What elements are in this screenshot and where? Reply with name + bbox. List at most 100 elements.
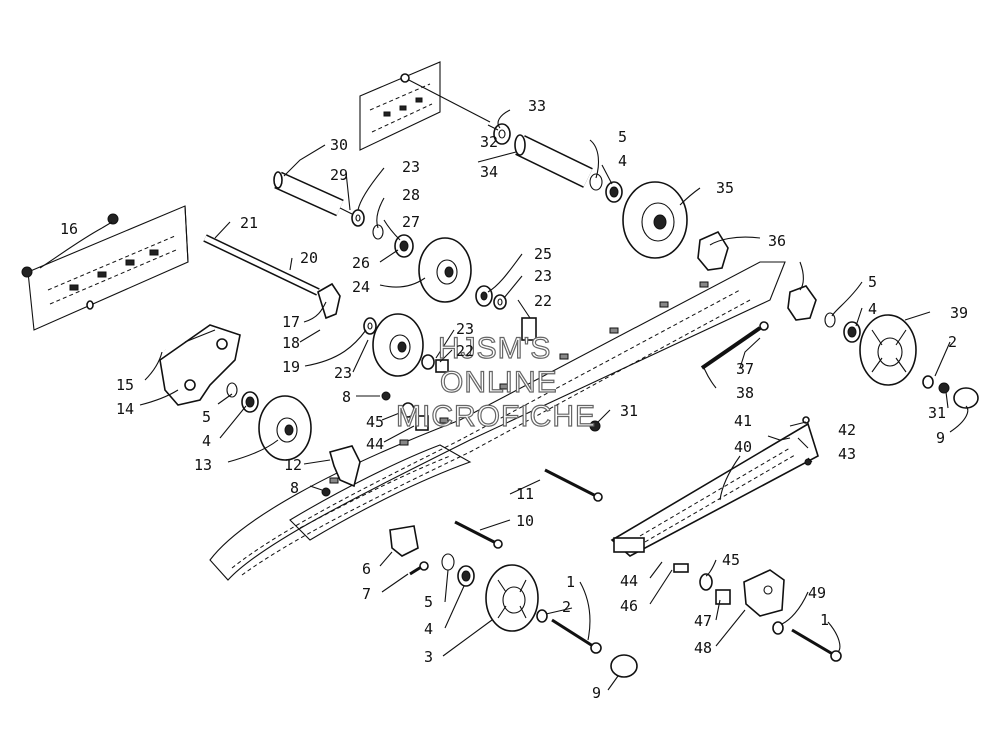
callout-43: 43 (838, 445, 856, 463)
washer-2-left (536, 609, 548, 623)
callout-16: 16 (60, 220, 78, 238)
callout-35: 35 (716, 179, 734, 197)
arm-40 (610, 422, 819, 557)
callout-23: 23 (456, 320, 474, 338)
idler-wheel-39 (859, 314, 917, 386)
ring-5-right (824, 312, 836, 328)
washer-49 (772, 621, 784, 635)
callout-28: 28 (402, 186, 420, 204)
callout-15: 15 (116, 376, 134, 394)
callout-18: 18 (282, 334, 300, 352)
cap-9-left (610, 654, 638, 678)
callout-11: 11 (516, 485, 534, 503)
callout-45: 45 (722, 551, 740, 569)
callout-labels: 33 32 34 5 4 35 30 29 23 28 27 26 16 21 … (60, 97, 968, 702)
callout-34: 34 (480, 163, 498, 181)
watermark: HJSM'S ONLINE MICROFICHE (395, 331, 596, 433)
nut-8-upper (381, 391, 391, 401)
spacer-46 (673, 563, 689, 573)
cap-9-right (953, 387, 979, 409)
callout-26: 26 (352, 254, 370, 272)
callout-20: 20 (300, 249, 318, 267)
callout-4: 4 (868, 300, 877, 318)
callout-31: 31 (620, 402, 638, 420)
callout-36: 36 (768, 232, 786, 250)
callout-8: 8 (342, 388, 351, 406)
washer-23-mid (493, 294, 507, 310)
washer-45-lower (699, 573, 713, 591)
bolt-1-left (551, 618, 602, 654)
callout-5: 5 (424, 593, 433, 611)
callout-23: 23 (534, 267, 552, 285)
spacer-44-upper (415, 415, 429, 431)
callout-13: 13 (194, 456, 212, 474)
callout-4: 4 (424, 620, 433, 638)
callout-48: 48 (694, 639, 712, 657)
callout-47: 47 (694, 612, 712, 630)
callout-19: 19 (282, 358, 300, 376)
callout-40: 40 (734, 438, 752, 456)
callout-23: 23 (402, 158, 420, 176)
callout-17: 17 (282, 313, 300, 331)
watermark-line-3: MICROFICHE (396, 400, 596, 433)
bearing-4-right (843, 321, 861, 343)
callout-21: 21 (240, 214, 258, 232)
callout-37: 37 (736, 360, 754, 378)
hub-36b (787, 285, 817, 321)
spacer-tube-34 (514, 134, 593, 188)
bolt-11 (544, 468, 603, 502)
ring-5-bottom (441, 553, 455, 571)
front-shaft (86, 300, 167, 352)
pivot-bracket-14 (159, 324, 241, 406)
callout-5: 5 (202, 408, 211, 426)
idler-wheel-35 (622, 181, 688, 259)
callout-39: 39 (950, 304, 968, 322)
callout-32: 32 (480, 133, 498, 151)
fitting-42 (802, 416, 810, 424)
callout-22: 22 (534, 292, 552, 310)
callout-1: 1 (820, 611, 829, 629)
callout-49: 49 (808, 584, 826, 602)
washer-23-top (351, 209, 365, 227)
callout-33: 33 (528, 97, 546, 115)
leader-lines (39, 109, 969, 691)
spacer-22 (521, 317, 537, 341)
callout-38: 38 (736, 384, 754, 402)
bracket-48 (743, 569, 785, 617)
callout-44: 44 (620, 572, 638, 590)
callout-22: 22 (456, 342, 474, 360)
nut-8-lower (321, 487, 331, 497)
callout-2: 2 (562, 598, 571, 616)
shaft-20 (203, 234, 320, 296)
callout-4: 4 (618, 152, 627, 170)
callout-10: 10 (516, 512, 534, 530)
callout-25: 25 (534, 245, 552, 263)
fitting-43 (804, 458, 812, 466)
ring-5-left (226, 382, 238, 398)
left-side-plate (27, 205, 189, 331)
idler-wheel-24 (418, 237, 472, 303)
callout-5: 5 (618, 128, 627, 146)
idler-wheel-3 (485, 564, 539, 632)
washer-2-right (922, 375, 934, 389)
callout-4: 4 (202, 432, 211, 450)
callout-1: 1 (566, 573, 575, 591)
washer-23-left (363, 317, 377, 335)
watermark-line-1: HJSM'S (438, 332, 551, 365)
callout-41: 41 (734, 412, 752, 430)
ring-5-rear (589, 173, 603, 191)
right-slide-rail (209, 261, 786, 581)
bearing-26 (394, 234, 414, 258)
callout-23: 23 (334, 364, 352, 382)
nut-16 (21, 213, 119, 278)
rear-axle (400, 73, 491, 123)
hub-36a (697, 230, 729, 271)
bolt-7 (409, 561, 429, 576)
callout-9: 9 (936, 429, 945, 447)
callout-30: 30 (330, 136, 348, 154)
callout-46: 46 (620, 597, 638, 615)
bearing-4-left (241, 391, 259, 413)
callout-8: 8 (290, 479, 299, 497)
callout-7: 7 (362, 585, 371, 603)
